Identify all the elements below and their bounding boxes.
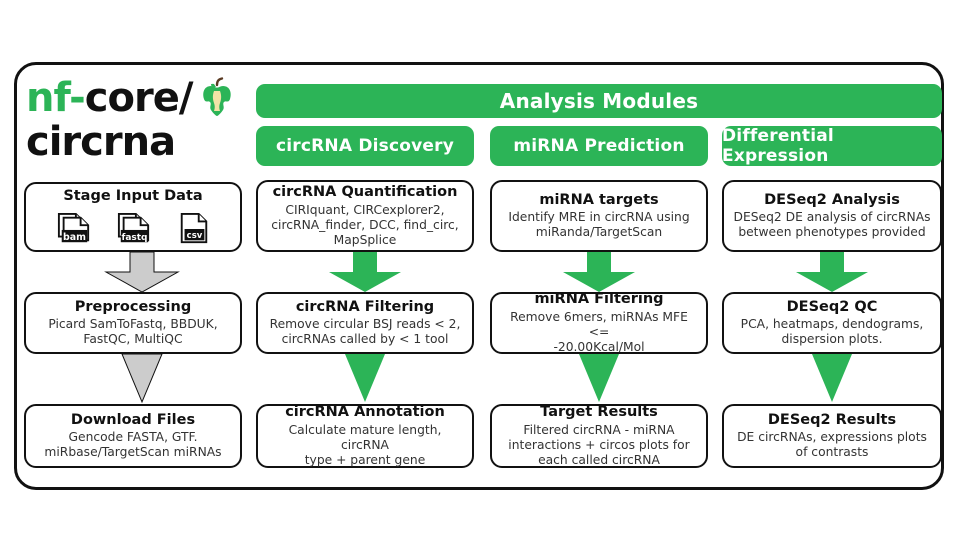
arrow-stage-to-preprocessing	[92, 251, 192, 293]
arrow-mirna-filtering-to-results	[549, 354, 649, 402]
card-title: DESeq2 Results	[767, 411, 897, 428]
card-title: circRNA Annotation	[285, 404, 445, 421]
card-desc: Remove circular BSJ reads < 2, circRNAs …	[269, 317, 461, 347]
card-deseq2-results: DESeq2 Results DE circRNAs, expressions …	[722, 404, 942, 468]
analysis-modules-banner: Analysis Modules	[256, 84, 942, 118]
logo-core-text: core/	[84, 75, 194, 121]
card-desc: CIRIquant, CIRCexplorer2, circRNA_finder…	[271, 202, 459, 247]
module-header-mirna-prediction: miRNA Prediction	[490, 126, 708, 166]
card-desc: Calculate mature length, circRNA type + …	[288, 422, 442, 467]
card-preprocessing: Preprocessing Picard SamToFastq, BBDUK, …	[24, 292, 242, 354]
module-header-differential-expression: Differential Expression	[722, 126, 942, 166]
csv-file-icon: csv	[173, 212, 213, 246]
card-title: miRNA targets	[539, 191, 659, 208]
card-download-files: Download Files Gencode FASTA, GTF. miRba…	[24, 404, 242, 468]
card-desc: Remove 6mers, miRNAs MFE <= -20.00Kcal/M…	[510, 309, 688, 354]
card-deseq2-qc: DESeq2 QC PCA, heatmaps, dendograms, dis…	[722, 292, 942, 354]
module-header-circrna-discovery: circRNA Discovery	[256, 126, 474, 166]
logo-pipeline-text: circrna	[26, 119, 176, 165]
card-desc: Filtered circRNA - miRNA interactions + …	[508, 422, 690, 467]
fastq-file-icon: fastq	[113, 212, 153, 246]
card-desc: DESeq2 DE analysis of circRNAs between p…	[733, 210, 931, 240]
card-mirna-filtering: miRNA Filtering Remove 6mers, miRNAs MFE…	[490, 291, 708, 354]
svg-text:csv: csv	[187, 231, 203, 241]
card-deseq2-analysis: DESeq2 Analysis DESeq2 DE analysis of ci…	[722, 180, 942, 252]
card-desc: Identify MRE in circRNA using miRanda/Ta…	[508, 210, 690, 240]
arrow-targets-to-mirna-filtering	[549, 252, 649, 292]
apple-core-icon	[200, 77, 234, 118]
card-circrna-annotation: circRNA Annotation Calculate mature leng…	[256, 404, 474, 468]
card-stage-input-data: Stage Input Data bam	[24, 182, 242, 252]
arrow-deseq2-analysis-to-qc	[782, 252, 882, 292]
card-circrna-filtering: circRNA Filtering Remove circular BSJ re…	[256, 292, 474, 354]
svg-text:fastq: fastq	[121, 233, 147, 243]
card-desc: PCA, heatmaps, dendograms, dispersion pl…	[740, 317, 924, 347]
card-title: circRNA Quantification	[272, 184, 458, 201]
card-title: miRNA Filtering	[534, 291, 664, 308]
card-mirna-targets: miRNA targets Identify MRE in circRNA us…	[490, 180, 708, 252]
card-title: Target Results	[540, 404, 658, 421]
bam-file-icon: bam	[53, 212, 93, 246]
card-title: circRNA Filtering	[295, 298, 435, 315]
arrow-quantification-to-filtering	[315, 252, 415, 292]
card-desc: DE circRNAs, expressions plots of contra…	[737, 430, 927, 460]
card-desc: Picard SamToFastq, BBDUK, FastQC, MultiQ…	[48, 317, 218, 347]
card-title: Download Files	[70, 411, 196, 428]
card-circrna-quantification: circRNA Quantification CIRIquant, CIRCex…	[256, 180, 474, 252]
logo-nf-text: nf-	[26, 75, 86, 121]
arrow-filtering-to-annotation	[315, 354, 415, 402]
card-target-results: Target Results Filtered circRNA - miRNA …	[490, 404, 708, 468]
nf-core-circrna-logo: nf- core/ circrna	[26, 75, 241, 168]
card-desc: Gencode FASTA, GTF. miRbase/TargetScan m…	[44, 430, 222, 460]
card-title: Preprocessing	[74, 298, 192, 315]
input-file-icons: bam fastq csv	[53, 212, 213, 246]
arrow-deseq2-qc-to-results	[782, 354, 882, 402]
card-title: DESeq2 Analysis	[764, 191, 900, 208]
card-title: Stage Input Data	[63, 187, 203, 204]
svg-text:bam: bam	[63, 232, 86, 243]
arrow-preprocessing-to-download	[92, 353, 192, 404]
card-title: DESeq2 QC	[786, 298, 878, 315]
